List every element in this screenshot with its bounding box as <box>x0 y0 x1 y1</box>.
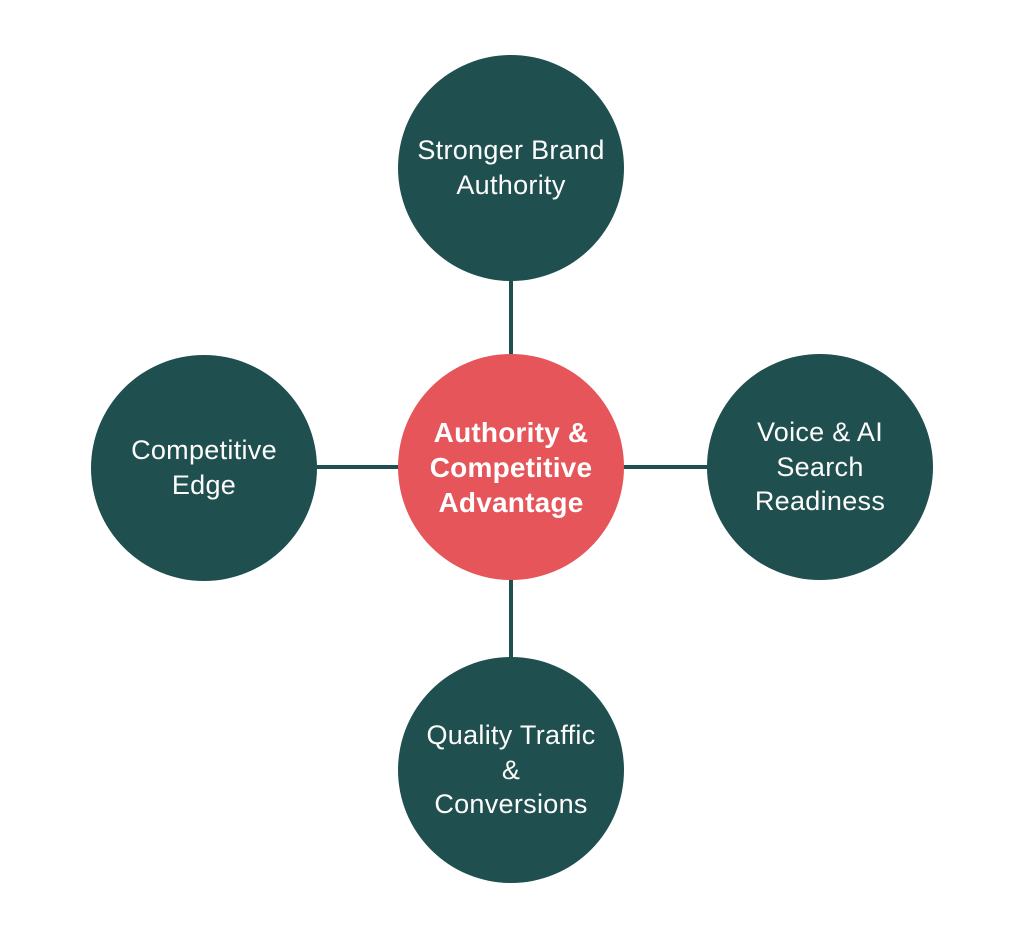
node-quality-traffic-conversions: Quality Traffic & Conversions <box>398 657 624 883</box>
node-competitive-edge: Competitive Edge <box>91 355 317 581</box>
node-stronger-brand-authority: Stronger Brand Authority <box>398 55 624 281</box>
node-voice-ai-search-readiness: Voice & AI Search Readiness <box>707 354 933 580</box>
node-label: Competitive Edge <box>131 435 277 500</box>
node-label: Voice & AI Search Readiness <box>754 417 886 517</box>
center-node-label: Authority & Competitive Advantage <box>429 416 593 518</box>
node-label: Quality Traffic & Conversions <box>426 720 596 820</box>
center-node-authority-competitive-advantage: Authority & Competitive Advantage <box>398 354 624 580</box>
node-label: Stronger Brand Authority <box>417 135 605 200</box>
